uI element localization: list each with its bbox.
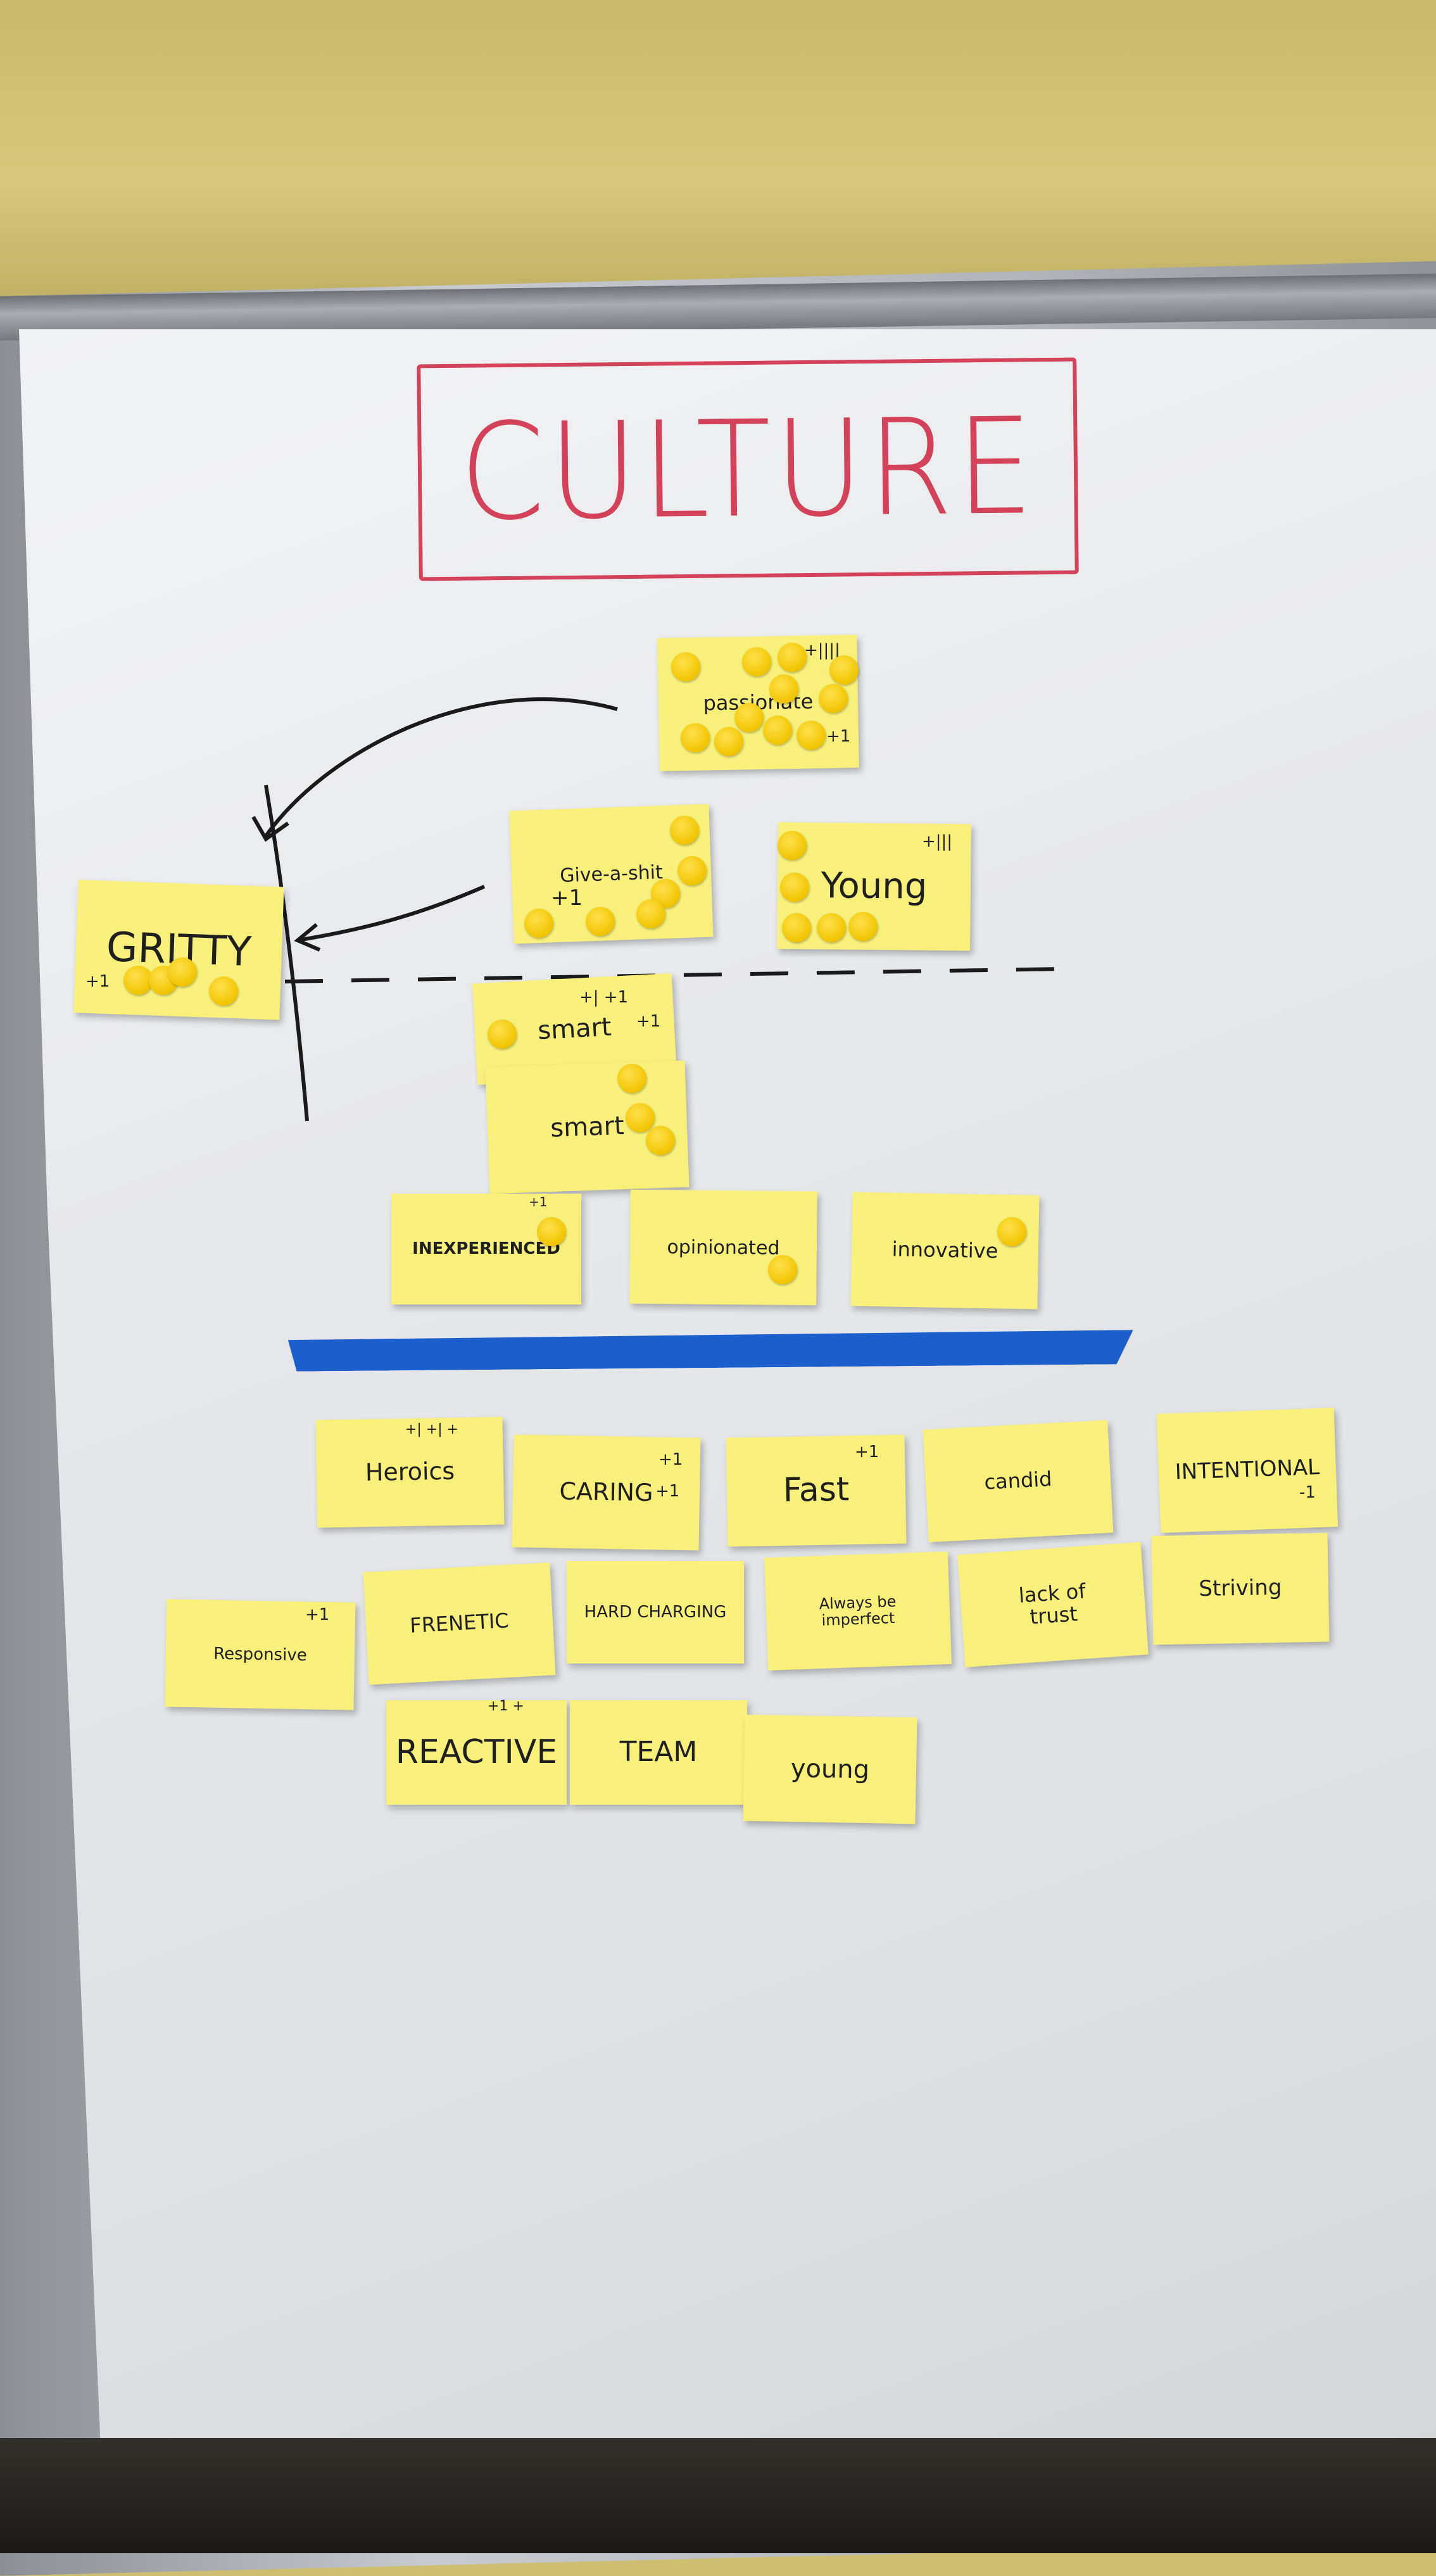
- note-label: Give-a-shit: [559, 861, 664, 887]
- note-intentional: INTENTIONAL: [1156, 1408, 1338, 1533]
- voting-dot: [677, 856, 707, 885]
- vote-tally: +1 +: [488, 1698, 524, 1714]
- note-reactive: REACTIVE: [386, 1700, 567, 1805]
- note-opinionated: opinionated: [629, 1189, 817, 1306]
- voting-dot: [742, 647, 771, 676]
- vote-tally: +1: [529, 1194, 548, 1209]
- voting-dot: [626, 1103, 655, 1132]
- note-label: Striving: [1199, 1575, 1282, 1602]
- note-label: HARD CHARGING: [584, 1602, 727, 1622]
- vertical-axis-line: [264, 785, 309, 1121]
- note-label: lack of trust: [1017, 1579, 1086, 1629]
- note-label: Responsive: [213, 1644, 307, 1665]
- title-box: CULTURE: [417, 357, 1079, 581]
- page-title: CULTURE: [458, 388, 1038, 550]
- note-label: INEXPERIENCED: [412, 1239, 560, 1259]
- note-team: TEAM: [570, 1700, 747, 1805]
- voting-dot: [646, 1126, 675, 1155]
- note-label: INTENTIONAL: [1175, 1455, 1320, 1486]
- note-label: Always be imperfect: [819, 1592, 897, 1630]
- voting-dot: [671, 652, 700, 681]
- note-label: FRENETIC: [409, 1608, 510, 1638]
- voting-dot: [819, 684, 848, 713]
- floor: [0, 2438, 1436, 2553]
- voting-dot: [586, 907, 615, 936]
- vote-tally: +1: [551, 885, 583, 911]
- voting-dot: [763, 716, 792, 745]
- note-candid: candid: [923, 1420, 1114, 1543]
- vote-tally: +1: [658, 1450, 683, 1469]
- voting-dot: [778, 831, 807, 860]
- voting-dot: [734, 703, 764, 732]
- voting-dot: [681, 723, 710, 752]
- note-label: candid: [983, 1467, 1053, 1495]
- voting-dot: [488, 1020, 517, 1049]
- voting-dot: [797, 721, 826, 750]
- vote-tally: +1: [305, 1605, 330, 1624]
- note-frenetic: FRENETIC: [363, 1562, 556, 1685]
- voting-dot: [636, 899, 665, 928]
- voting-dot: [524, 909, 553, 938]
- vote-tally: +1: [826, 727, 851, 746]
- vote-tally: +| +| +: [405, 1422, 459, 1437]
- voting-dot: [617, 1064, 646, 1093]
- voting-dot: [123, 966, 153, 995]
- vote-tally: +1: [85, 972, 110, 991]
- note-always-be-imperfect: Always be imperfect: [764, 1551, 952, 1671]
- voting-dot: [209, 976, 238, 1006]
- note-hard-charging: HARD CHARGING: [567, 1561, 744, 1664]
- vote-tally: +1: [855, 1443, 879, 1462]
- straight-arrow: [297, 885, 486, 942]
- dashed-divider: [284, 967, 1064, 983]
- note-innovative: innovative: [850, 1192, 1040, 1310]
- voting-dot: [768, 1255, 797, 1284]
- vote-tally: +| +1: [579, 988, 629, 1007]
- note-label: Heroics: [365, 1456, 455, 1487]
- note-label: Young: [821, 865, 928, 907]
- note-lack-of-trust: lack of trust: [957, 1542, 1149, 1667]
- voting-dot: [714, 727, 743, 756]
- note-gritty: GRITTY: [73, 880, 284, 1020]
- voting-dot: [168, 957, 197, 987]
- note-label: smart: [537, 1012, 612, 1046]
- note-label: opinionated: [667, 1235, 780, 1260]
- curved-arrow-head: [251, 816, 289, 842]
- voting-dot: [848, 912, 878, 941]
- voting-dot: [817, 913, 846, 942]
- note-young-bottom: young: [743, 1714, 917, 1824]
- voting-dot: [997, 1217, 1026, 1246]
- note-label: CARING: [559, 1477, 653, 1507]
- note-label: innovative: [891, 1237, 998, 1263]
- vote-tally: +|||: [922, 832, 953, 851]
- voting-dot: [829, 655, 859, 685]
- vote-tally: +1: [636, 1012, 661, 1031]
- note-fast: Fast: [726, 1434, 907, 1547]
- curved-arrow: [264, 697, 618, 837]
- note-label: REACTIVE: [395, 1733, 558, 1771]
- vote-tally: -1: [1299, 1483, 1316, 1502]
- vote-tally: +1: [655, 1482, 680, 1501]
- voting-dot: [780, 873, 809, 902]
- vote-tally: +||||: [804, 641, 840, 660]
- voting-dot: [769, 674, 798, 704]
- note-striving: Striving: [1151, 1532, 1330, 1645]
- note-label: smart: [550, 1111, 625, 1144]
- straight-arrow-head: [294, 923, 321, 952]
- voting-dot: [670, 816, 699, 845]
- voting-dot: [537, 1217, 566, 1246]
- note-label: TEAM: [619, 1736, 698, 1769]
- note-label: Fast: [783, 1470, 850, 1510]
- voting-dot: [778, 643, 807, 672]
- voting-dot: [782, 913, 811, 942]
- note-label: young: [790, 1753, 870, 1785]
- note-inexperienced: INEXPERIENCED: [391, 1194, 581, 1304]
